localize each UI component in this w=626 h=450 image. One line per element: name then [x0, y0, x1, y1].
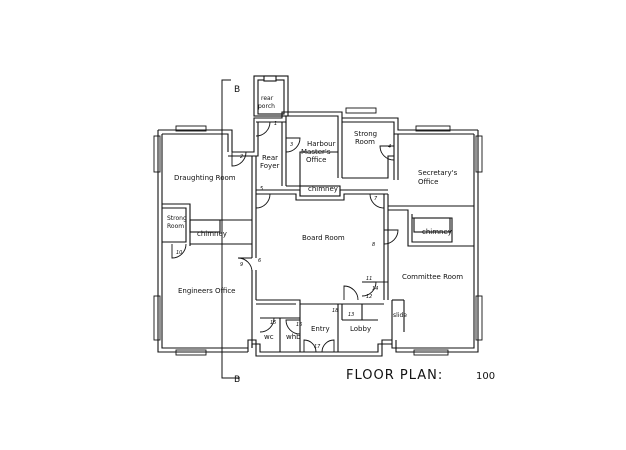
room-label-rear-foyer: Rear — [262, 154, 278, 162]
room-label-rear-foyer-2: Foyer — [260, 162, 280, 170]
room-label-whb: whb — [286, 333, 301, 341]
door-number: 16 — [296, 322, 302, 328]
door-swings — [171, 121, 399, 353]
room-label-strong-room-left: Strong — [167, 215, 187, 222]
door-number: 18 — [332, 308, 338, 314]
chimneys — [189, 185, 451, 233]
room-label-secretarys-office-2: Office — [418, 178, 438, 186]
room-label-harbour-masters-office: Harbour — [307, 140, 336, 148]
door-number: 9 — [240, 262, 243, 268]
door-number: 6 — [258, 258, 261, 264]
door-number: 1 — [274, 121, 277, 127]
door-number: 2 — [240, 154, 243, 160]
section-line — [221, 79, 240, 379]
room-label-harbour-masters-office-3: Office — [306, 156, 326, 164]
room-label-rear-porch: rear — [261, 95, 274, 102]
door-number: 13 — [348, 312, 354, 318]
plan-scale: 100 — [476, 371, 495, 382]
door-number: 4 — [388, 144, 391, 150]
plan-title: FLOOR PLAN: — [346, 368, 443, 383]
section-mark-bottom: B — [234, 375, 240, 385]
room-label-lobby: Lobby — [350, 325, 371, 333]
room-label-strong-room-top: Strong — [354, 130, 377, 138]
door-number: 5 — [260, 186, 263, 192]
room-label-board-room: Board Room — [302, 234, 345, 242]
room-label-entry: Entry — [311, 325, 330, 333]
door-number: 3 — [290, 142, 293, 148]
room-label-strong-room-top-2: Room — [355, 138, 375, 146]
door-number: 14 — [372, 286, 378, 292]
room-label-wc: wc — [264, 333, 274, 341]
door-number: 11 — [366, 276, 372, 282]
door-number: 8 — [372, 242, 375, 248]
room-label-engineers-office: Engineers Office — [178, 287, 235, 295]
room-label-draughting-room: Draughting Room — [174, 174, 236, 182]
pilasters — [153, 107, 483, 356]
door-number: 7 — [374, 196, 378, 202]
door-number: 12 — [366, 294, 372, 300]
room-label-chimney-right: chimney — [422, 228, 452, 236]
room-label-harbour-masters-office-2: Master's — [301, 148, 331, 156]
room-label-slide: slide — [393, 312, 407, 319]
room-label-rear-porch-2: porch — [258, 103, 275, 110]
room-label-committee-room: Committee Room — [402, 273, 463, 281]
section-mark-top: B — [234, 85, 240, 95]
door-number: 10 — [176, 250, 182, 256]
room-label-chimney-center: chimney — [308, 185, 338, 193]
room-label-strong-room-left-2: Room — [167, 223, 184, 230]
room-label-chimney-left: chimney — [197, 230, 227, 238]
room-label-secretarys-office: Secretary's — [418, 169, 458, 177]
door-number: 17 — [314, 344, 321, 350]
door-number: 15 — [270, 320, 276, 326]
rear-porch-walls — [253, 75, 289, 117]
